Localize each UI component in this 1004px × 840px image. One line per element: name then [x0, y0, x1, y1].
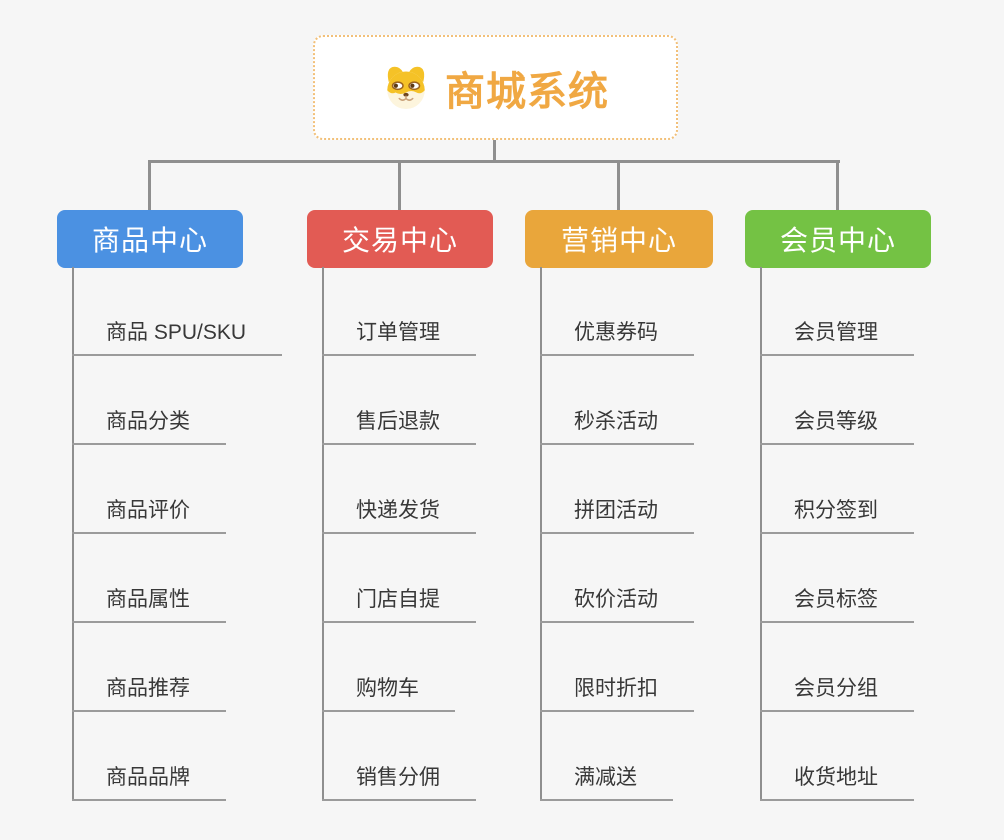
leaf-item[interactable]: 限时折扣: [540, 672, 694, 712]
leaf-item[interactable]: 优惠券码: [540, 316, 694, 356]
connector-drop: [148, 160, 151, 211]
root-title: 商城系统: [445, 69, 609, 114]
connector-drop: [398, 160, 401, 211]
branch-leaves-marketing-center: 优惠券码 秒杀活动 拼团活动 砍价活动 限时折扣 满减送: [540, 267, 694, 801]
connector-drop: [836, 160, 839, 211]
leaf-item[interactable]: 门店自提: [322, 583, 476, 623]
leaf-item[interactable]: 销售分佣: [322, 761, 476, 801]
dog-face-icon: [382, 64, 430, 112]
leaf-item[interactable]: 商品分类: [72, 405, 226, 445]
branch-spine: [322, 267, 324, 801]
branch-header-product-center[interactable]: 商品中心: [57, 210, 243, 268]
leaf-item[interactable]: 会员分组: [760, 672, 914, 712]
leaf-item[interactable]: 快递发货: [322, 494, 476, 534]
leaf-item[interactable]: 秒杀活动: [540, 405, 694, 445]
leaf-item[interactable]: 商品评价: [72, 494, 226, 534]
leaf-item[interactable]: 会员等级: [760, 405, 914, 445]
branch-spine: [760, 267, 762, 801]
leaf-item[interactable]: 购物车: [322, 672, 455, 712]
branch-header-trade-center[interactable]: 交易中心: [307, 210, 493, 268]
leaf-item[interactable]: 会员管理: [760, 316, 914, 356]
leaf-item[interactable]: 收货地址: [760, 761, 914, 801]
leaf-item[interactable]: 售后退款: [322, 405, 476, 445]
leaf-item[interactable]: 砍价活动: [540, 583, 694, 623]
connector-drop: [617, 160, 620, 211]
root-node[interactable]: 商城系统: [313, 35, 678, 140]
leaf-item[interactable]: 订单管理: [322, 316, 476, 356]
branch-header-marketing-center[interactable]: 营销中心: [525, 210, 713, 268]
branch-header-member-center[interactable]: 会员中心: [745, 210, 931, 268]
leaf-item[interactable]: 满减送: [540, 761, 673, 801]
branch-leaves-product-center: 商品 SPU/SKU 商品分类 商品评价 商品属性 商品推荐 商品品牌: [72, 267, 283, 801]
branch-spine: [72, 267, 74, 801]
leaf-item[interactable]: 商品品牌: [72, 761, 226, 801]
connector-root-stem: [493, 140, 496, 162]
branch-leaves-trade-center: 订单管理 售后退款 快递发货 门店自提 购物车 销售分佣: [322, 267, 476, 801]
leaf-item[interactable]: 拼团活动: [540, 494, 694, 534]
leaf-item[interactable]: 商品推荐: [72, 672, 226, 712]
leaf-item[interactable]: 积分签到: [760, 494, 914, 534]
leaf-item[interactable]: 商品 SPU/SKU: [72, 316, 283, 356]
leaf-item[interactable]: 商品属性: [72, 583, 226, 623]
leaf-item[interactable]: 会员标签: [760, 583, 914, 623]
connector-bus: [148, 160, 840, 163]
branch-leaves-member-center: 会员管理 会员等级 积分签到 会员标签 会员分组 收货地址: [760, 267, 914, 801]
branch-spine: [540, 267, 542, 801]
